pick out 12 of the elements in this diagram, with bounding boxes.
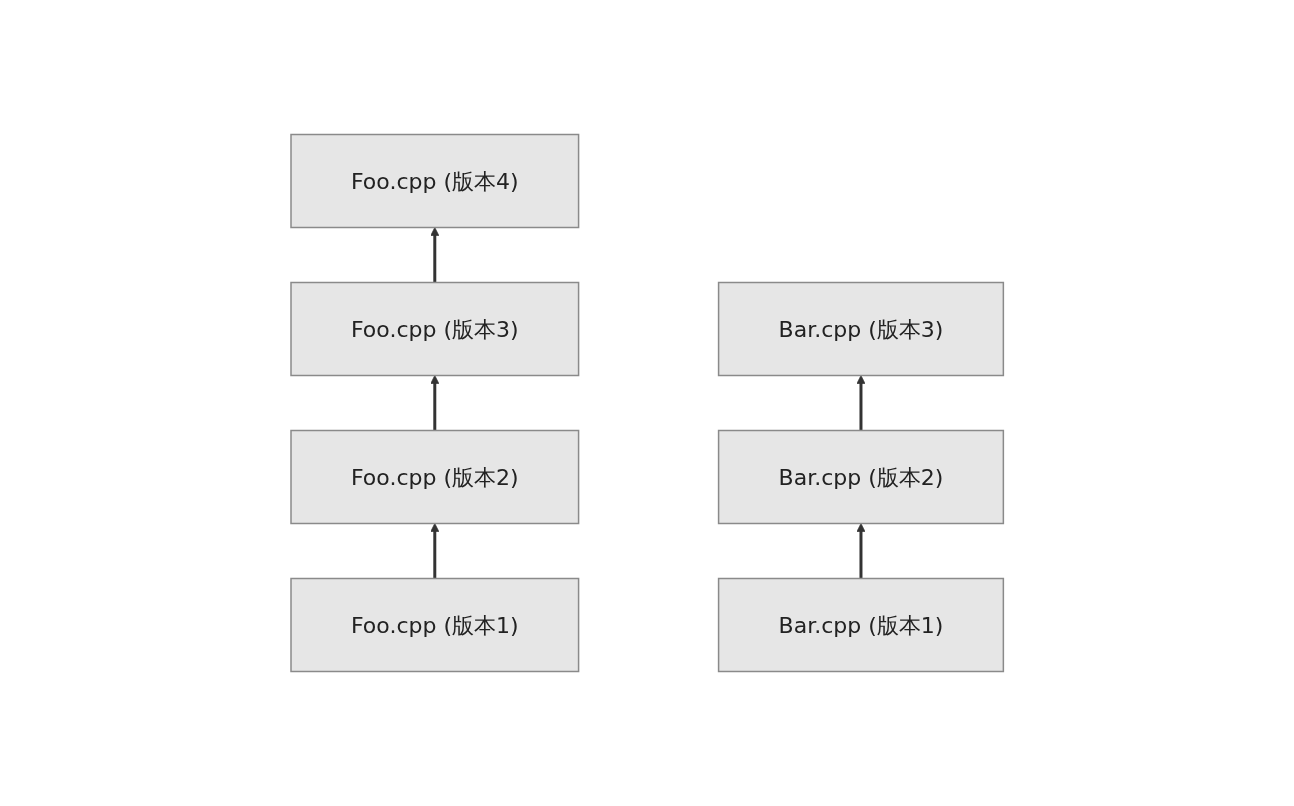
node-box: Foo.cpp (版本4) bbox=[290, 133, 580, 229]
node-box: Bar.cpp (版本2) bbox=[717, 429, 1004, 525]
arrow bbox=[430, 375, 439, 431]
node-box: Bar.cpp (版本3) bbox=[717, 281, 1004, 377]
arrow bbox=[430, 523, 439, 579]
node-box: Foo.cpp (版本3) bbox=[290, 281, 580, 377]
node-box: Bar.cpp (版本1) bbox=[717, 577, 1004, 673]
node-box: Foo.cpp (版本2) bbox=[290, 429, 580, 525]
arrow bbox=[430, 227, 439, 283]
arrow bbox=[856, 375, 866, 431]
node-box: Foo.cpp (版本1) bbox=[290, 577, 580, 673]
arrow bbox=[856, 523, 866, 579]
